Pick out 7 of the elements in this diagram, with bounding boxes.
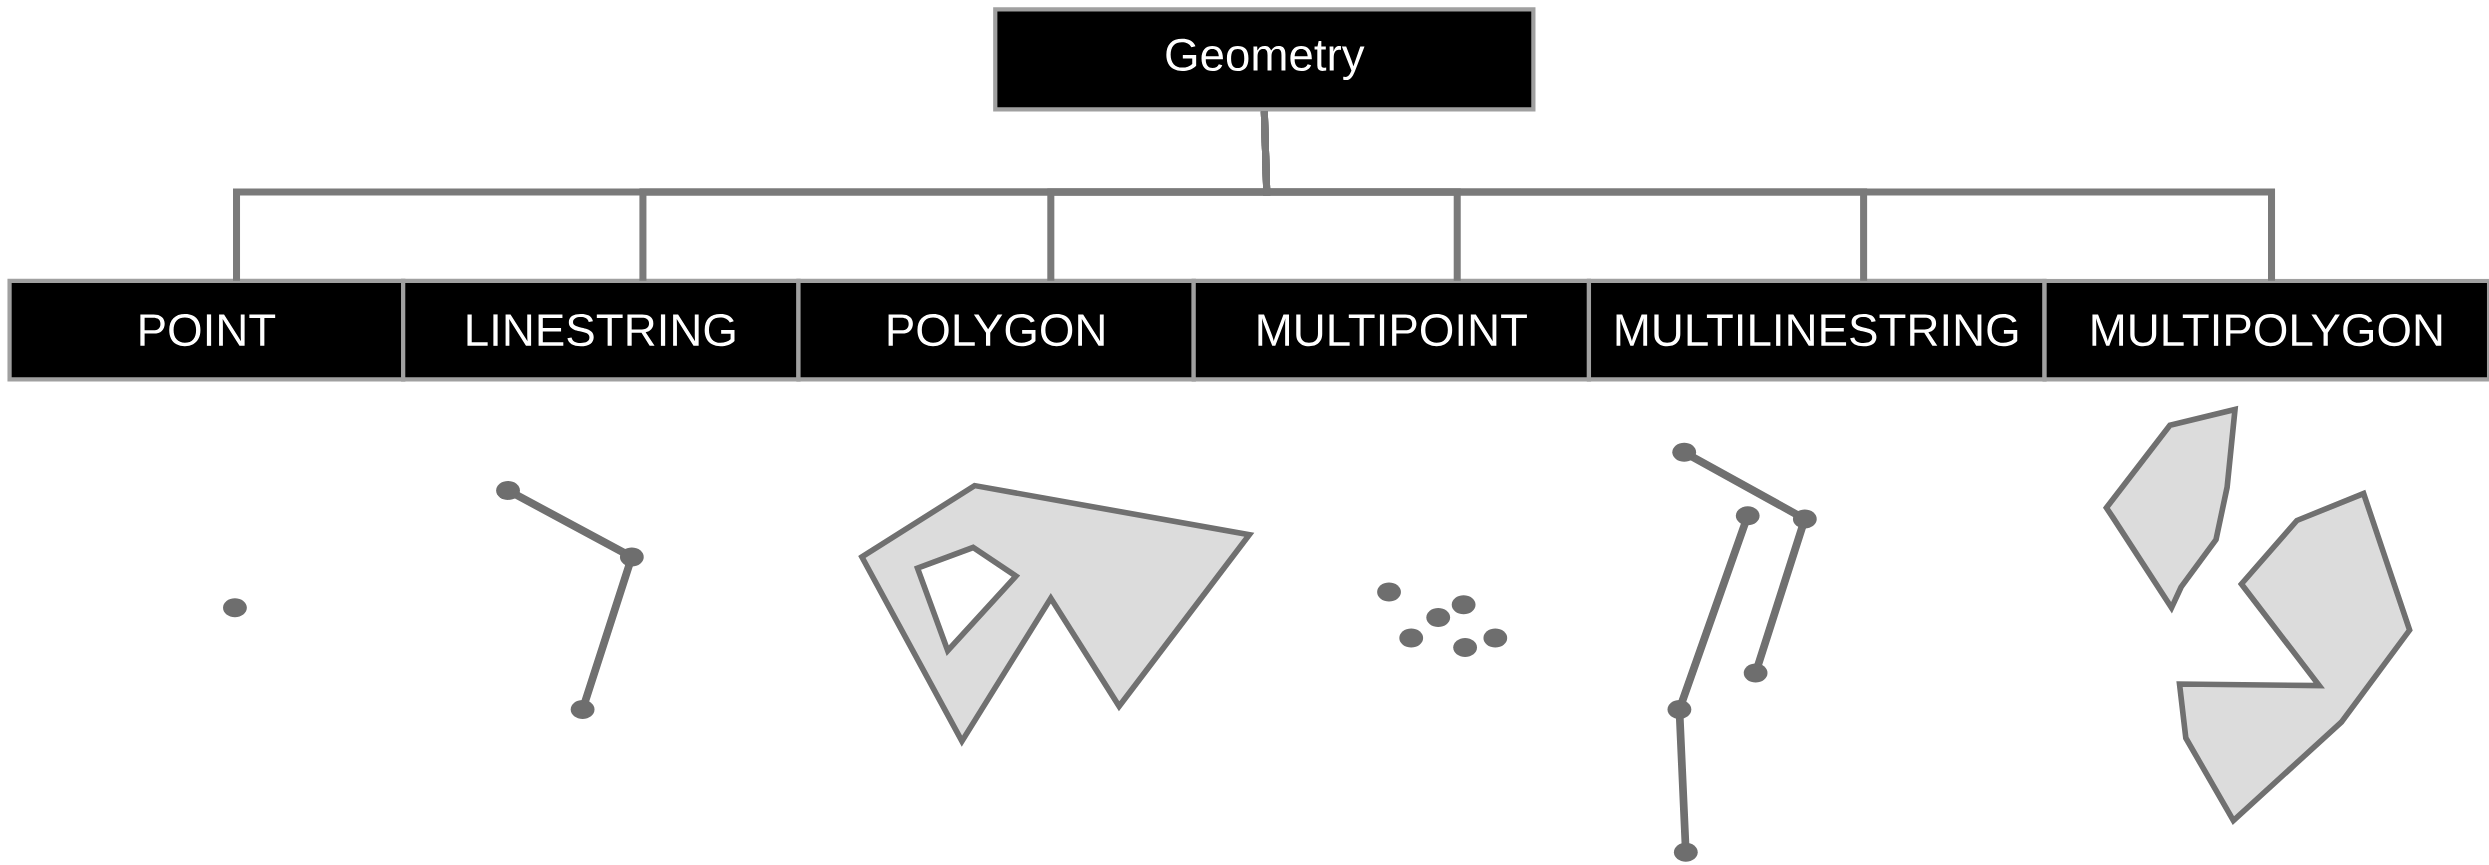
category-box: LINESTRING	[401, 278, 801, 382]
category-box: MULTIPOLYGON	[2042, 278, 2489, 382]
category-box: Geometry	[993, 7, 1536, 112]
category-box: POLYGON	[796, 278, 1196, 382]
category-box: MULTIPOINT	[1191, 278, 1592, 382]
category-box: MULTILINESTRING	[1586, 278, 2047, 382]
category-box: POINT	[7, 278, 406, 382]
